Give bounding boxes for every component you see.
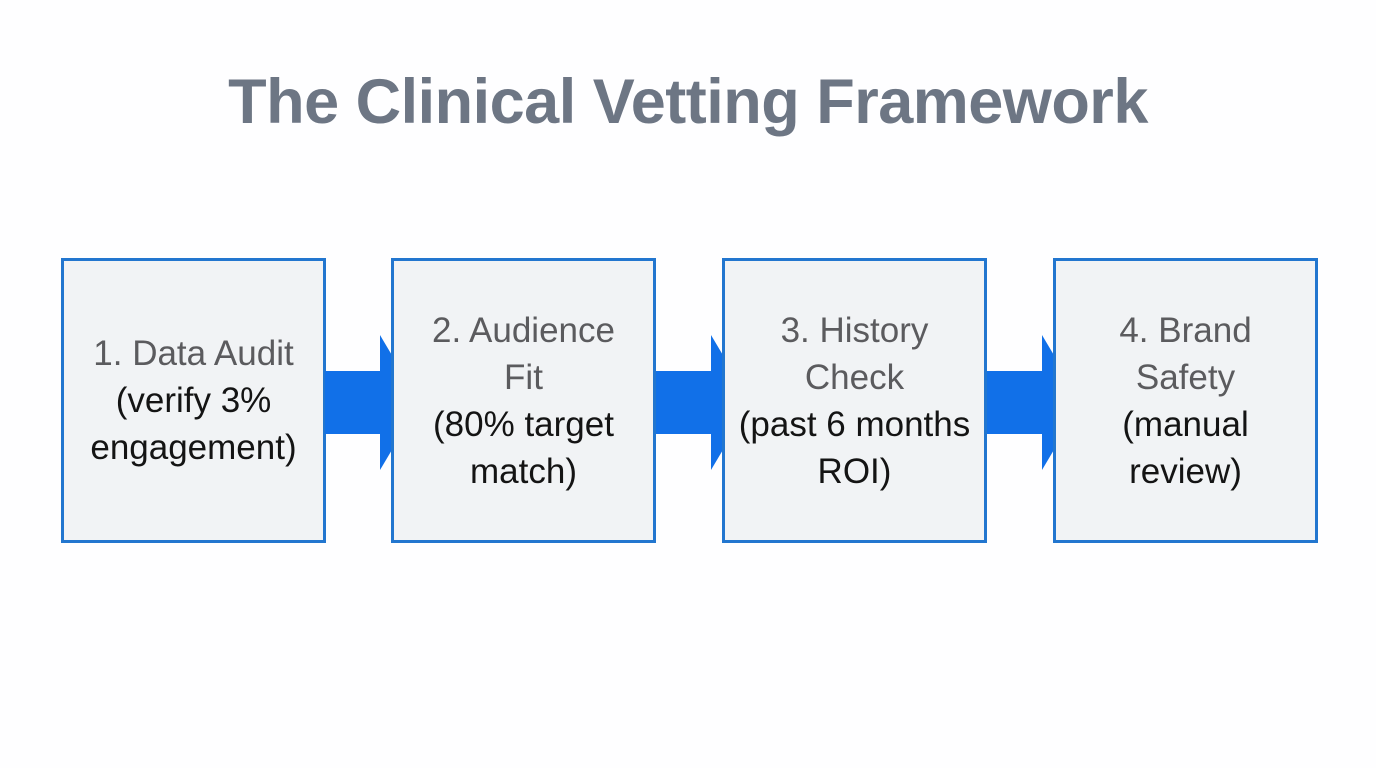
process-step-3[interactable]: 3. History Check (past 6 months ROI): [722, 258, 987, 543]
diagram-title: The Clinical Vetting Framework: [228, 67, 1148, 137]
process-flow: 1. Data Audit (verify 3% engagement) 2. …: [61, 258, 1318, 543]
step-4-detail: (manual review): [1122, 404, 1249, 491]
process-step-1[interactable]: 1. Data Audit (verify 3% engagement): [61, 258, 326, 543]
step-1-detail: (verify 3% engagement): [90, 381, 297, 467]
step-4-title: 4. Brand Safety: [1119, 310, 1252, 397]
step-2-detail: (80% target match): [433, 404, 614, 491]
step-2-title: 2. Audience Fit: [432, 310, 615, 397]
process-step-2[interactable]: 2. Audience Fit (80% target match): [391, 258, 656, 543]
process-step-4[interactable]: 4. Brand Safety (manual review): [1053, 258, 1318, 543]
step-3-detail: (past 6 months ROI): [738, 404, 971, 491]
step-3-title: 3. History Check: [780, 310, 929, 397]
step-1-title: 1. Data Audit: [93, 334, 294, 373]
